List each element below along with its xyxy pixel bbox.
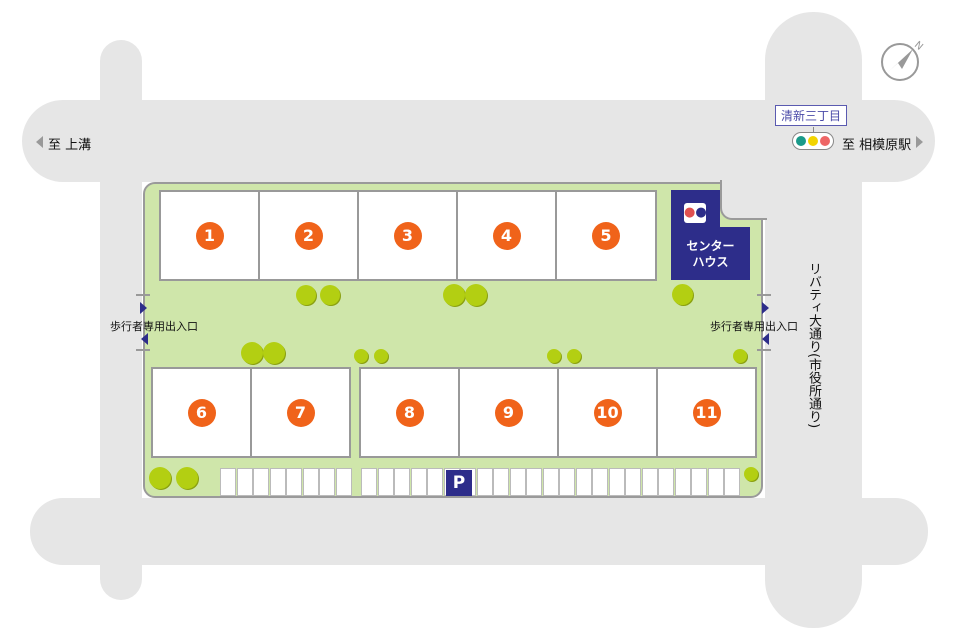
lot-2[interactable]: 2 bbox=[258, 190, 359, 281]
parking-stall bbox=[674, 468, 691, 496]
lot-6[interactable]: 6 bbox=[151, 367, 252, 458]
traffic-light-pole bbox=[813, 127, 814, 133]
parking-stall bbox=[286, 468, 302, 496]
parking-stall bbox=[691, 468, 707, 496]
lot-number: 4 bbox=[492, 221, 521, 250]
entrance-arrow-out-icon bbox=[762, 333, 769, 345]
parking-stall bbox=[592, 468, 608, 496]
lot-number: 6 bbox=[187, 398, 216, 427]
parking-stall bbox=[476, 468, 493, 496]
tree bbox=[567, 349, 581, 363]
lot-number: 5 bbox=[592, 221, 620, 250]
tree bbox=[465, 284, 487, 306]
west-destination-label: 至 上溝 bbox=[48, 138, 92, 153]
west-arrow-icon bbox=[36, 136, 43, 148]
parking-stall bbox=[394, 468, 410, 496]
parking-stall bbox=[319, 468, 335, 496]
center-house-label-line1: センター bbox=[686, 239, 735, 253]
lot-number: 7 bbox=[286, 398, 315, 427]
center-house-label: センター ハウス bbox=[671, 238, 750, 270]
parking-stall bbox=[608, 468, 625, 496]
avenue-label: リバティ大通り(市役所通り) bbox=[806, 262, 821, 429]
parking-stall bbox=[526, 468, 542, 496]
parking-stall bbox=[542, 468, 559, 496]
west-entrance-label: 歩行者専用出入口 bbox=[110, 320, 198, 333]
parking-stall bbox=[335, 468, 352, 496]
parking-stall bbox=[220, 468, 236, 496]
intersection-label: 清新三丁目 bbox=[775, 105, 848, 126]
lot-4[interactable]: 4 bbox=[456, 190, 557, 281]
tree bbox=[547, 349, 561, 363]
tree bbox=[176, 467, 198, 489]
restroom-icon: ●● bbox=[684, 203, 707, 223]
lot-7[interactable]: 7 bbox=[250, 367, 351, 458]
east-arrow-icon bbox=[916, 136, 923, 148]
lot-5[interactable]: 5 bbox=[555, 190, 657, 281]
center-house-label-line2: ハウス bbox=[692, 255, 729, 269]
parking-stall bbox=[658, 468, 674, 496]
east-entrance-label: 歩行者専用出入口 bbox=[710, 320, 798, 333]
east-destination-label: 至 相模原駅 bbox=[842, 138, 912, 153]
lot-10[interactable]: 10 bbox=[557, 367, 658, 458]
traffic-light-icon bbox=[792, 132, 834, 150]
lot-number: 2 bbox=[294, 221, 323, 250]
parking-stall bbox=[236, 468, 253, 496]
north-compass-icon: N bbox=[881, 40, 925, 81]
lot-number: 10 bbox=[593, 398, 622, 427]
parking-stall bbox=[707, 468, 724, 496]
parking-stall bbox=[575, 468, 592, 496]
lot-number: 3 bbox=[393, 221, 422, 250]
parking-stall bbox=[377, 468, 394, 496]
tree bbox=[744, 467, 758, 481]
road-bottom bbox=[30, 498, 928, 565]
tree bbox=[374, 349, 388, 363]
lot-8[interactable]: 8 bbox=[359, 367, 460, 458]
entrance-arrow-out-icon bbox=[141, 333, 148, 345]
parking-stall bbox=[641, 468, 658, 496]
tree bbox=[241, 342, 263, 364]
entrance-gate-mark bbox=[136, 349, 150, 351]
entrance-gate-mark bbox=[757, 349, 771, 351]
parking-stall bbox=[410, 468, 427, 496]
entrance-gate-mark bbox=[136, 294, 150, 296]
lot-number: 1 bbox=[195, 221, 224, 250]
parking-stall bbox=[253, 468, 269, 496]
tree bbox=[672, 284, 693, 305]
entrance-gate-mark bbox=[757, 294, 771, 296]
parking-stall bbox=[302, 468, 319, 496]
tree bbox=[296, 285, 316, 305]
tree bbox=[263, 342, 285, 364]
parking-stall bbox=[493, 468, 509, 496]
parking-stall bbox=[269, 468, 286, 496]
entrance-arrow-in-icon bbox=[140, 302, 147, 314]
parking-stall bbox=[427, 468, 443, 496]
parking-stall bbox=[509, 468, 526, 496]
lot-3[interactable]: 3 bbox=[357, 190, 458, 281]
park-notch bbox=[720, 180, 767, 220]
tree bbox=[149, 467, 171, 489]
lot-11[interactable]: 11 bbox=[656, 367, 757, 458]
parking-sign: P bbox=[446, 470, 472, 496]
lot-number: 8 bbox=[395, 398, 424, 427]
tree bbox=[320, 285, 340, 305]
lot-9[interactable]: 9 bbox=[458, 367, 559, 458]
parking-stall bbox=[361, 468, 377, 496]
parking-stall bbox=[559, 468, 575, 496]
parking-stall bbox=[625, 468, 641, 496]
entrance-arrow-in-icon bbox=[762, 302, 769, 314]
tree bbox=[733, 349, 747, 363]
tree bbox=[354, 349, 368, 363]
parking-stall bbox=[724, 468, 740, 496]
lot-number: 9 bbox=[494, 398, 523, 427]
center-house-wing bbox=[671, 227, 750, 280]
tree bbox=[443, 284, 465, 306]
lot-number: 11 bbox=[692, 398, 721, 427]
lot-1[interactable]: 1 bbox=[159, 190, 260, 281]
